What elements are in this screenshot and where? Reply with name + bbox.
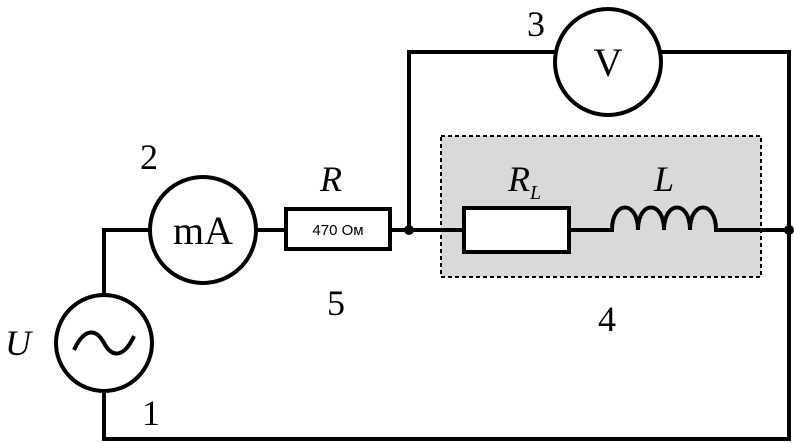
load-resistor (462, 206, 571, 254)
number-voltmeter: 3 (527, 4, 545, 44)
source-label: U (5, 323, 33, 363)
ac-source (54, 293, 154, 393)
milliammeter-label: mA (173, 208, 233, 253)
resistor: 470 Ом (284, 207, 392, 251)
milliammeter: mA (148, 175, 258, 285)
inductor (610, 205, 718, 231)
junction-right (784, 225, 794, 235)
number-resistor: 5 (327, 283, 345, 323)
wires (102, 50, 791, 441)
number-source: 1 (142, 393, 160, 433)
sine-wave-icon (72, 330, 136, 356)
number-load: 4 (598, 299, 616, 339)
junction-left (404, 225, 414, 235)
voltmeter: V (553, 7, 663, 117)
resistor-label: R (319, 159, 342, 199)
voltmeter-label: V (594, 40, 623, 85)
load-resistor-label: RL (507, 159, 541, 204)
number-milliammeter: 2 (140, 137, 158, 177)
resistor-value: 470 Ом (312, 222, 363, 239)
inductor-label: L (653, 159, 674, 199)
